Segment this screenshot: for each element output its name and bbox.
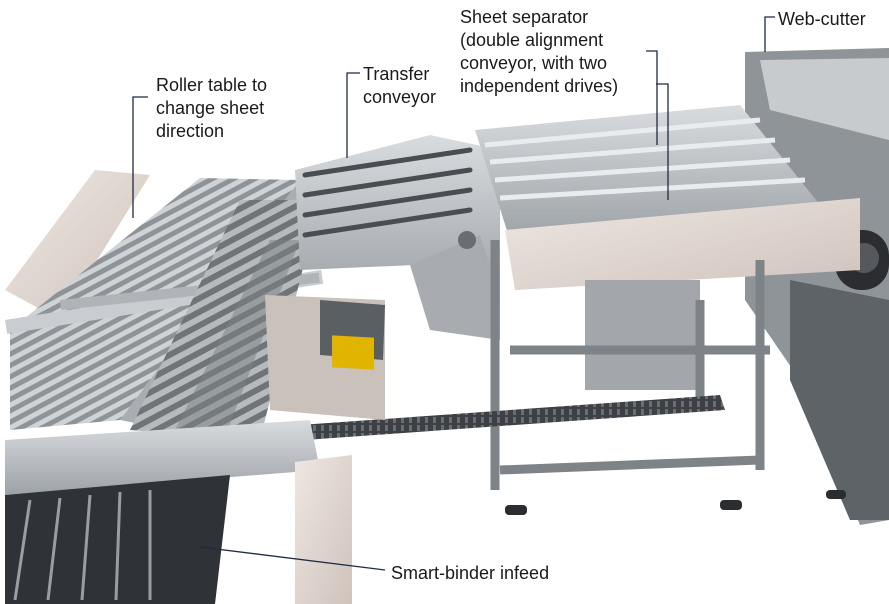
label-roller-table-line-3: direction [156, 121, 225, 141]
leader-lines [132, 16, 775, 571]
label-roller-table-line-2: change sheet [156, 98, 265, 118]
leader-sheet-separator-a [646, 50, 658, 145]
label-smart-binder-infeed: Smart-binder infeed [391, 562, 549, 585]
leader-roller-table [132, 96, 148, 218]
sheet-separator-conveyor [475, 105, 860, 390]
label-sheet-separator-line-1: Sheet separator [460, 7, 589, 27]
label-transfer-conveyor-line-1: Transfer [363, 64, 430, 84]
support-frame [490, 240, 770, 490]
label-transfer-conveyor-line-2: conveyor [363, 87, 437, 107]
transfer-conveyor-unit [295, 135, 500, 340]
label-web-cutter-text: Web-cutter [778, 9, 866, 29]
smart-binder-infeed-unit [5, 420, 352, 604]
leader-sheet-separator-b [656, 83, 669, 200]
label-sheet-separator-line-4: independent drives) [460, 76, 619, 96]
leader-transfer-conveyor [346, 72, 360, 158]
leader-web-cutter [764, 16, 775, 52]
label-smart-binder-infeed-text: Smart-binder infeed [391, 563, 550, 583]
leader-smart-binder [199, 546, 386, 571]
label-web-cutter: Web-cutter [778, 8, 866, 31]
control-panel [265, 295, 385, 420]
label-transfer-conveyor: Transfer conveyor [363, 63, 436, 109]
label-sheet-separator: Sheet separator (double alignment convey… [460, 6, 618, 98]
label-roller-table: Roller table to change sheet direction [156, 74, 267, 143]
label-sheet-separator-line-2: (double alignment [460, 30, 604, 50]
label-roller-table-line-1: Roller table to [156, 75, 268, 95]
label-sheet-separator-line-3: conveyor, with two [460, 53, 608, 73]
leveling-feet [505, 490, 846, 515]
cable-chain [300, 395, 725, 440]
web-cutter-machine [745, 48, 889, 525]
